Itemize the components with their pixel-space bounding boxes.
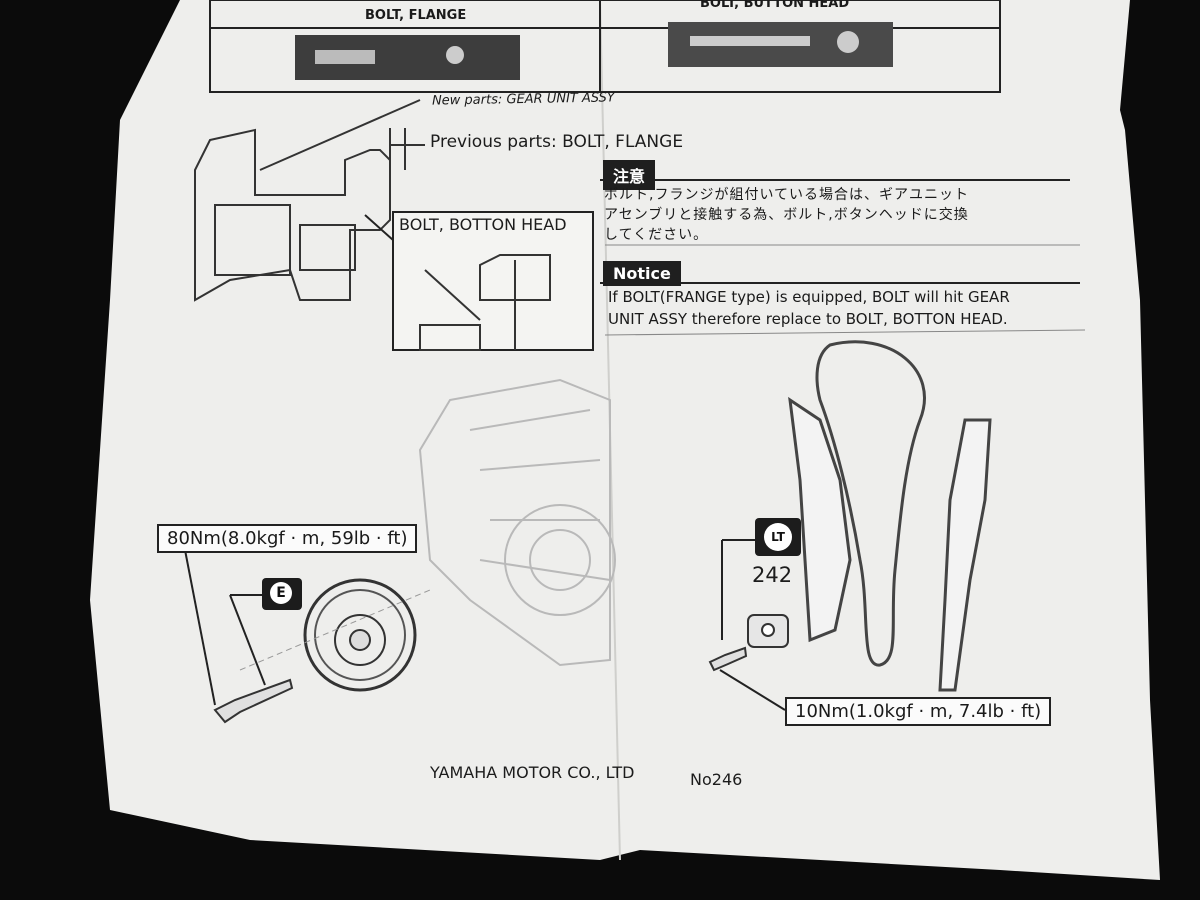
timing-chain-drawing (788, 340, 992, 692)
engine-oil-icon: E (262, 578, 302, 610)
notice-end-rule (604, 329, 1086, 336)
flange-bolt-head (446, 46, 464, 64)
torque-leader-left (184, 549, 216, 706)
notice-line-2: UNIT ASSY therefore replace to BOLT, BOT… (608, 310, 1008, 328)
previous-parts-label: Previous parts: BOLT, FLANGE (430, 132, 684, 152)
crank-bolt-torque-label: 80Nm(8.0kgf · m, 59lb · ft) (157, 524, 418, 553)
document-number: No246 (690, 770, 743, 789)
gear-drawing (303, 578, 417, 692)
button-head-bolt-label: BOLT, BUTTON HEAD (700, 0, 850, 11)
notice-tag: Notice (603, 261, 681, 286)
zoom-leader (364, 214, 394, 241)
caution-line-3: してください。 (604, 227, 709, 243)
notice-line-1: If BOLT(FRANGE type) is equipped, BOLT w… (608, 288, 1010, 306)
locktite-number: 242 (752, 563, 793, 587)
zoom-inset-drawing (419, 254, 551, 351)
torque-leader-right (719, 669, 786, 711)
caution-line-2: アセンブリと接触する為、ボルト,ボタンヘッドに交換 (604, 207, 969, 223)
locktite-icon: LT (755, 518, 801, 556)
flange-bolt-label: BOLT, FLANGE (365, 8, 467, 23)
parts-table (209, 0, 1001, 93)
new-parts-label: New parts: GEAR UNIT ASSY (431, 90, 615, 109)
e-badge-text: E (270, 582, 292, 604)
caution-line-1: ボルト,フランジが組付いている場合は、ギアユニット (604, 187, 970, 203)
paper-sheet (90, 0, 1160, 880)
zoom-inset (392, 211, 594, 351)
engine-block-drawing (418, 378, 616, 667)
crank-bolt-drawing (213, 678, 294, 724)
gear-unit-diagram (194, 99, 425, 302)
assembly-axis (239, 589, 431, 671)
bolt-botton-head-label: BOLT, BOTTON HEAD (399, 215, 567, 234)
button-bolt-shape (690, 36, 810, 46)
tensioner-drawing (708, 614, 789, 672)
button-bolt-head (837, 31, 859, 53)
e-leader (229, 594, 266, 686)
flange-bolt-shape (315, 50, 375, 64)
company-name: YAMAHA MOTOR CO., LTD (430, 763, 635, 782)
caution-tag: 注意 (603, 160, 656, 190)
lt-badge-text: LT (764, 523, 792, 551)
tensioner-bolt-torque-label: 10Nm(1.0kgf · m, 7.4lb · ft) (785, 697, 1052, 726)
